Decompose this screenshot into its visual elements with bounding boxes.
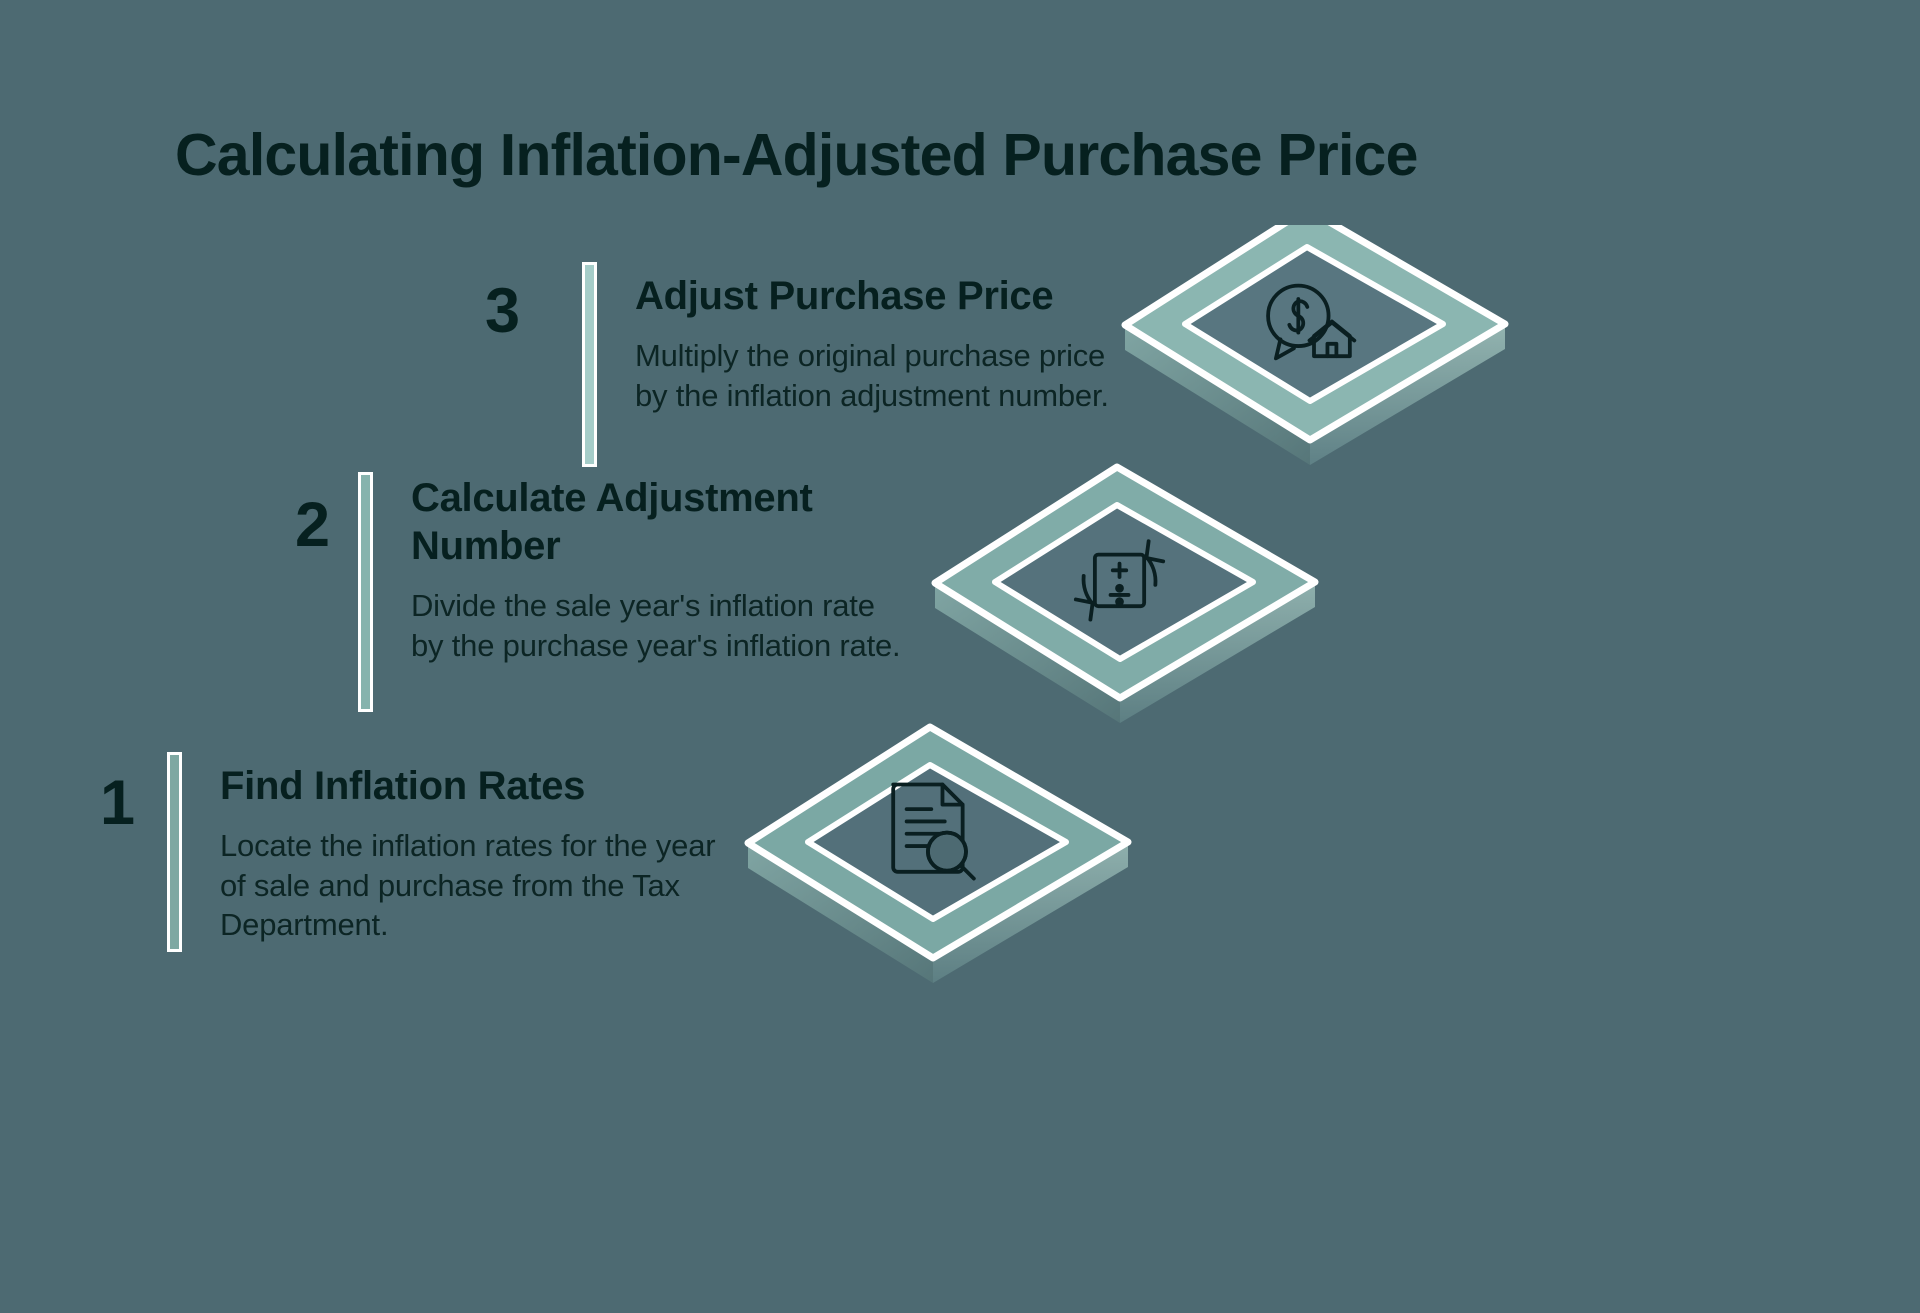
step-1-text: Find Inflation Rates Locate the inflatio… — [220, 752, 720, 945]
step-3-number: 3 — [484, 276, 520, 346]
step-1-title: Find Inflation Rates — [220, 764, 586, 808]
step-1-block: 1 Find Inflation Rates Locate the inflat… — [45, 752, 720, 952]
step-3-platform — [1121, 225, 1509, 465]
step-1-accent-bar — [167, 752, 182, 952]
step-3-text: Adjust Purchase Price Multiply the origi… — [635, 262, 1140, 415]
step-2-block: 2 Calculate Adjustment Number Divide the… — [240, 472, 911, 712]
step-3-accent-bar — [582, 262, 597, 467]
step-3-description: Multiply the original purchase price by … — [635, 338, 1109, 413]
step-2-title: Calculate Adjustment Number — [411, 476, 813, 568]
step-2-accent-bar — [358, 472, 373, 712]
divide-refresh-icon — [1073, 539, 1166, 622]
dollar-house-icon — [1266, 283, 1357, 361]
step-1-description: Locate the inflation rates for the year … — [220, 828, 716, 943]
isometric-staircase-graphic — [730, 225, 1540, 985]
step-2-text: Calculate Adjustment Number Divide the s… — [411, 472, 911, 665]
step-2-description: Divide the sale year's inflation rate by… — [411, 588, 901, 663]
step-3-title: Adjust Purchase Price — [635, 274, 1054, 318]
step-3-block: 3 Adjust Purchase Price Multiply the ori… — [430, 262, 1140, 467]
step-2-number: 2 — [294, 490, 330, 560]
step-2-platform — [931, 463, 1319, 723]
step-1-number: 1 — [99, 768, 135, 838]
page-title: Calculating Inflation-Adjusted Purchase … — [175, 122, 1418, 188]
document-search-icon — [891, 782, 976, 881]
